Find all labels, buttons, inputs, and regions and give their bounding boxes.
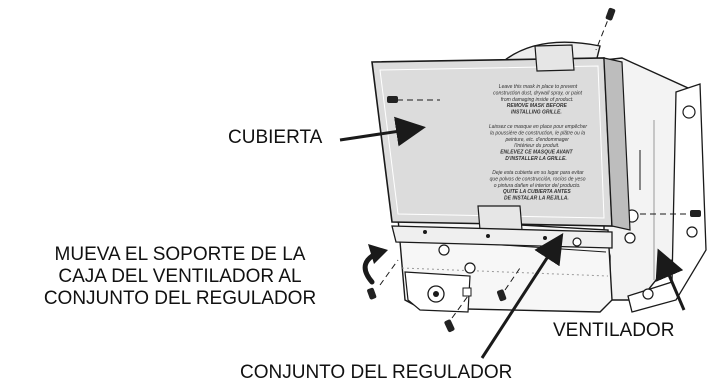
- cover-text-french-1: la poussière de construction, le plâtre …: [490, 130, 585, 136]
- cover-top-tab: [534, 44, 575, 72]
- label-cubierta: CUBIERTA: [228, 127, 323, 148]
- cover-text-spanish-4: DE INSTALAR LA REJILLA.: [504, 196, 569, 202]
- cover-text-english-3: REMOVE MASK BEFORE: [507, 103, 568, 109]
- cover-text-spanish-0: Deje esta cubierta en su lugar para evit…: [492, 170, 584, 176]
- arrow-conjunto: [480, 232, 564, 359]
- cover-text-english-1: construction dust, drywall spray, or pai…: [493, 90, 582, 96]
- cover-text-english-2: from damaging inside of product.: [501, 97, 574, 103]
- label-ventilador: VENTILADOR: [553, 320, 675, 341]
- screw-bottom-left: [367, 259, 399, 300]
- screw-left-top: [387, 96, 440, 103]
- cover-text-french-2: peinture, etc. d'endommager: [504, 137, 569, 143]
- label-mueva-line-3: CONJUNTO DEL REGULADOR: [43, 288, 317, 309]
- cover-text-spanish-1: que polvos de construcción, rocíos de ye…: [490, 176, 586, 182]
- arrow-ventilador: [655, 248, 686, 311]
- cover-bottom-tab: [477, 205, 523, 231]
- label-conjunto-regulador: CONJUNTO DEL REGULADOR: [240, 362, 513, 383]
- cover-text-french-5: D'INSTALLER LA GRILLE.: [505, 156, 566, 162]
- screw-bottom: [444, 295, 469, 333]
- screw-right: [640, 210, 701, 217]
- cover-text-spanish-3: QUITE LA CUBIERTA ANTES: [503, 189, 572, 195]
- screw-top: [595, 7, 616, 51]
- cover-printed-text: Leave this mask in place to preventconst…: [489, 84, 587, 202]
- cover-text-english-0: Leave this mask in place to prevent: [499, 84, 578, 90]
- label-mueva-line-2: CAJA DEL VENTILADOR AL: [58, 266, 302, 287]
- cover-text-french-4: ENLEVEZ CE MASQUE AVANT: [500, 150, 573, 156]
- cover-text-english-4: INSTALLING GRILLE.: [511, 110, 562, 116]
- screw-bottom-mid: [497, 267, 521, 302]
- cover-text-spanish-2: o pintura dañen el interior del producto…: [494, 183, 581, 189]
- label-mueva-soporte: MUEVA EL SOPORTE DE LA CAJA DEL VENTILAD…: [10, 244, 350, 310]
- mounting-bracket-right: [627, 83, 707, 313]
- arrow-cubierta: [339, 116, 426, 147]
- cover-text-french-0: Laissez ce masque en place pour empêcher: [489, 124, 587, 130]
- label-mueva-line-1: MUEVA EL SOPORTE DE LA: [54, 244, 306, 265]
- cover-text-french-3: l'intérieur du produit.: [514, 143, 559, 149]
